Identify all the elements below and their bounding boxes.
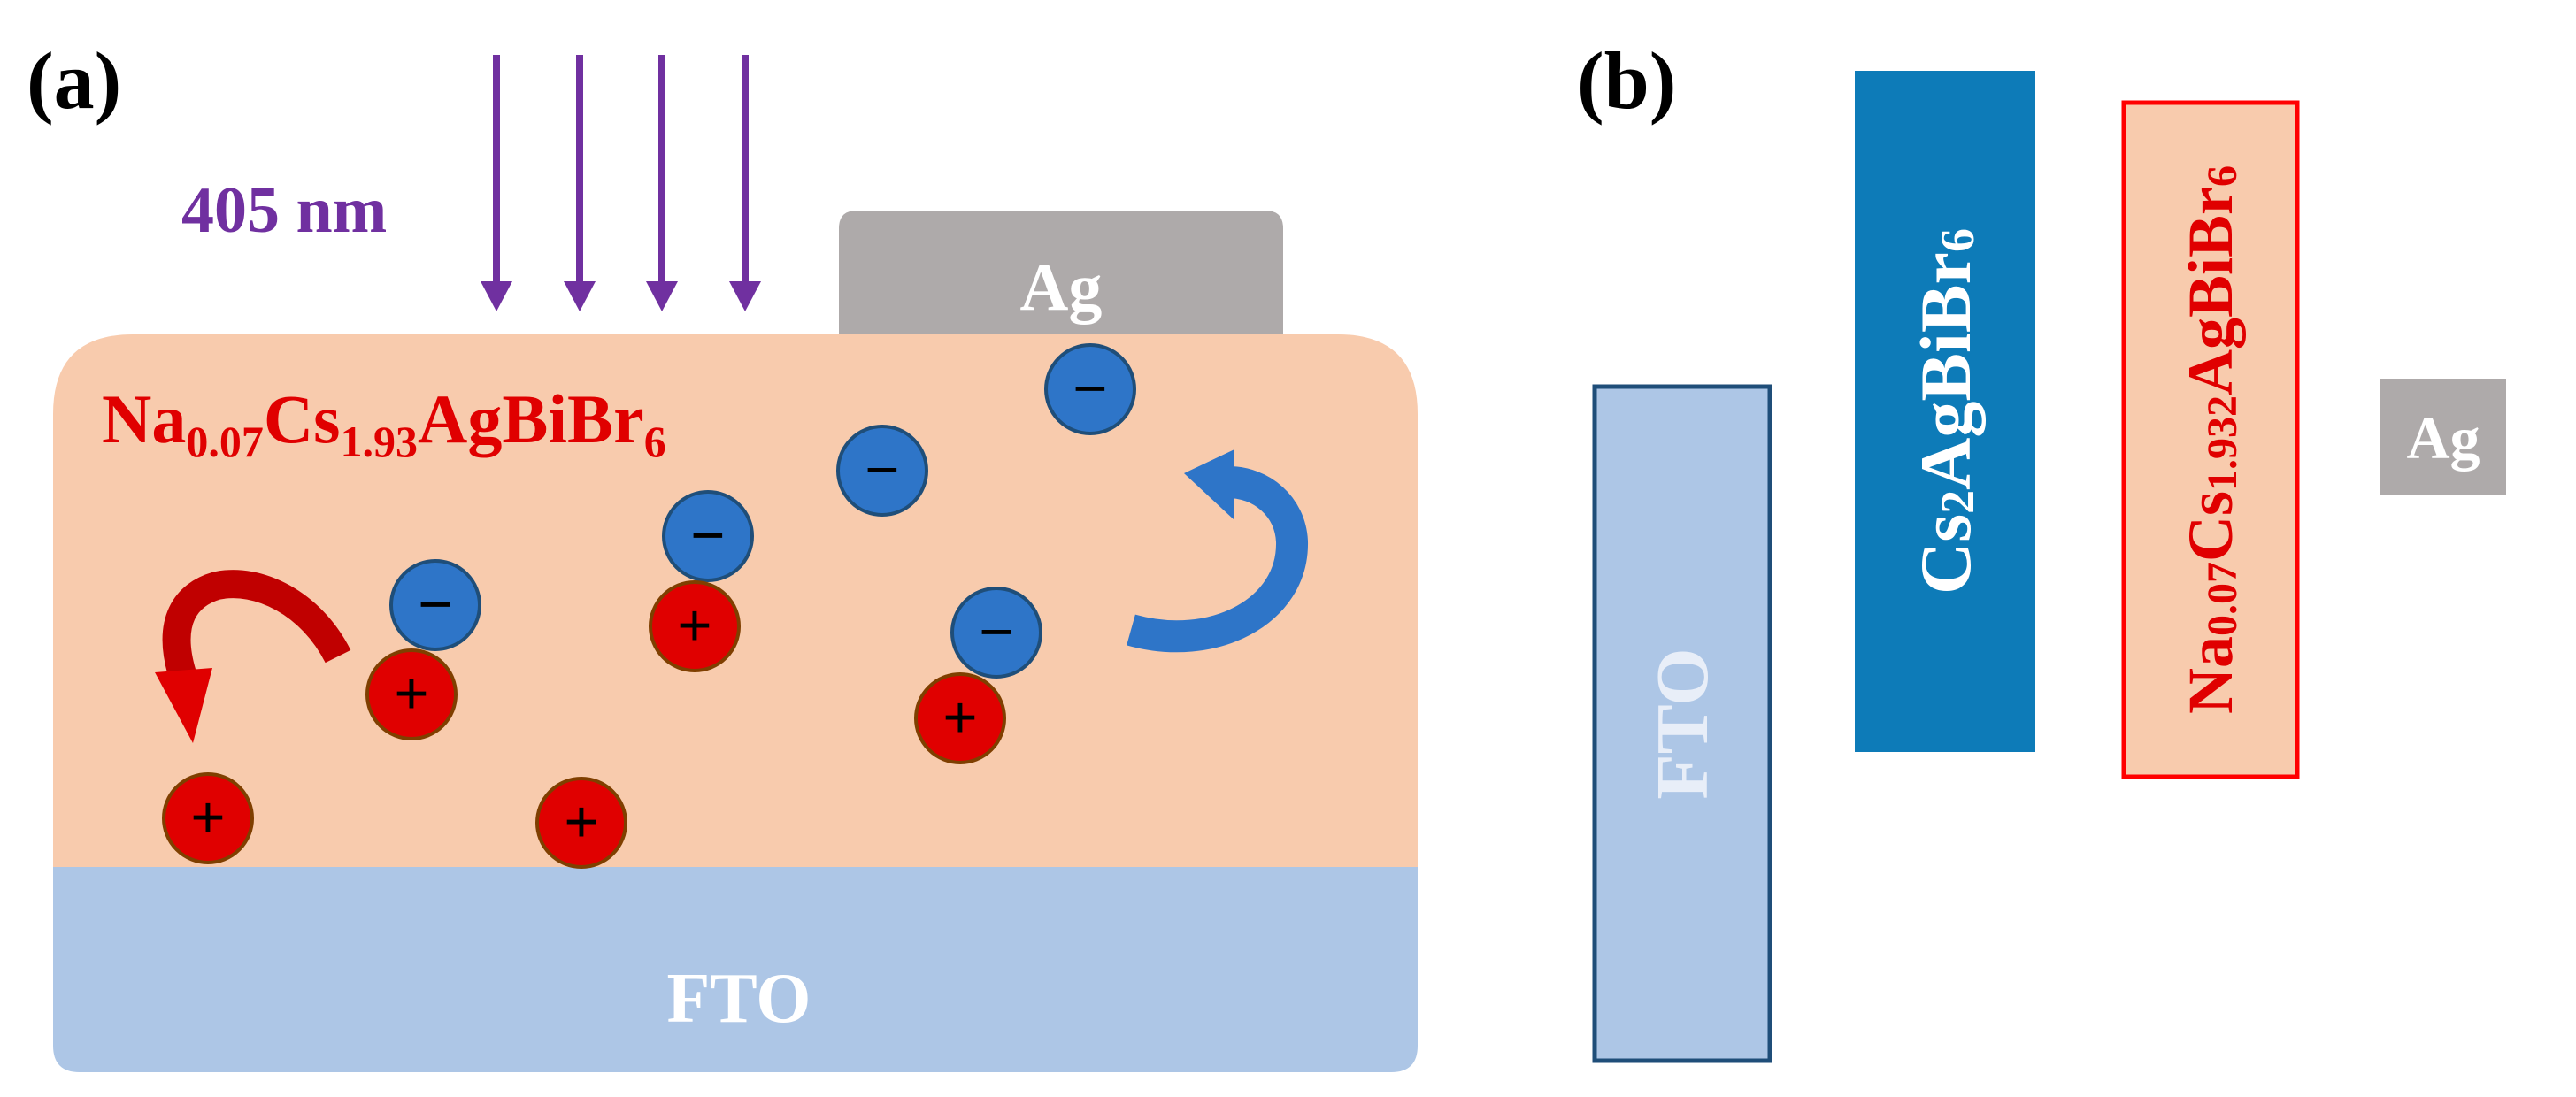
light-arrowhead — [564, 281, 596, 311]
band-bar-cs2agbibr6-label: Cs2AgBiBr6 — [1905, 228, 1986, 595]
hole-symbol: + — [190, 785, 226, 853]
ag-electrode-label: Ag — [1020, 250, 1103, 325]
electron-transport-arrow — [1127, 449, 1309, 653]
absorber-label-sub: 1.93 — [341, 417, 419, 466]
electron: − — [836, 425, 928, 517]
hole-transport-arrow — [155, 570, 351, 743]
hole-symbol: + — [394, 661, 429, 729]
hole-circle — [535, 777, 627, 869]
electron-circle — [950, 587, 1042, 679]
panel-b-label: (b) — [1577, 35, 1676, 126]
light-wavelength-label: 405 nm — [181, 174, 387, 247]
electron-symbol: − — [418, 572, 453, 640]
band-bar-na-doped: Na0.07Cs1.932AgBiBr6 — [2121, 100, 2300, 779]
fto-substrate: FTO — [53, 867, 1418, 1072]
hole: + — [535, 777, 627, 869]
electron: − — [389, 559, 481, 651]
hole-circle — [649, 580, 741, 672]
electron-symbol: − — [865, 437, 900, 505]
light-arrowhead — [481, 281, 512, 311]
electron-symbol: − — [690, 502, 726, 571]
band-bar-fto: FTO — [1592, 384, 1772, 1063]
charge-carriers: −−−−−+++++ — [162, 343, 1136, 869]
absorber-label: Na0.07Cs1.93AgBiBr6 — [102, 380, 666, 466]
hole: + — [365, 648, 458, 740]
ag-electrode-shape — [839, 211, 1283, 334]
electron: − — [1044, 343, 1136, 435]
panel-a-label: (a) — [27, 35, 121, 126]
hole: + — [914, 672, 1006, 764]
incident-light-arrows — [481, 55, 761, 311]
hole: + — [649, 580, 741, 672]
band-bar-ag-label: Ag — [2406, 404, 2480, 472]
ag-electrode: Ag — [839, 211, 1283, 334]
electron-circle — [662, 490, 754, 582]
light-arrowhead — [729, 281, 761, 311]
electron-symbol: − — [1073, 356, 1108, 424]
hole: + — [162, 772, 254, 864]
electron: − — [662, 490, 754, 582]
electron-circle — [1044, 343, 1136, 435]
band-bar-fto-label: FTO — [1642, 648, 1724, 799]
absorber-label-sub: 6 — [644, 417, 666, 466]
electron: − — [950, 587, 1042, 679]
electron-symbol: − — [979, 599, 1014, 667]
hole-symbol: + — [942, 685, 978, 753]
electron-circle — [836, 425, 928, 517]
band-bar-na-doped-label: Na0.07Cs1.932AgBiBr6 — [2175, 165, 2246, 714]
hole-symbol: + — [564, 789, 599, 857]
hole-circle — [365, 648, 458, 740]
absorber-label-part: AgBiBr — [418, 380, 644, 457]
absorber-label-part: Na — [102, 380, 186, 457]
electron-circle — [389, 559, 481, 651]
absorber-label-part: Cs — [264, 380, 341, 457]
hole-circle — [914, 672, 1006, 764]
band-bar-ag: Ag — [2380, 379, 2506, 495]
band-bar-cs2agbibr6: Cs2AgBiBr6 — [1855, 71, 2035, 752]
fto-substrate-shape — [53, 867, 1418, 1072]
light-arrowhead — [646, 281, 678, 311]
absorber-label-sub: 0.07 — [186, 417, 264, 466]
fto-substrate-label: FTO — [666, 960, 811, 1038]
hole-circle — [162, 772, 254, 864]
hole-symbol: + — [677, 593, 712, 661]
